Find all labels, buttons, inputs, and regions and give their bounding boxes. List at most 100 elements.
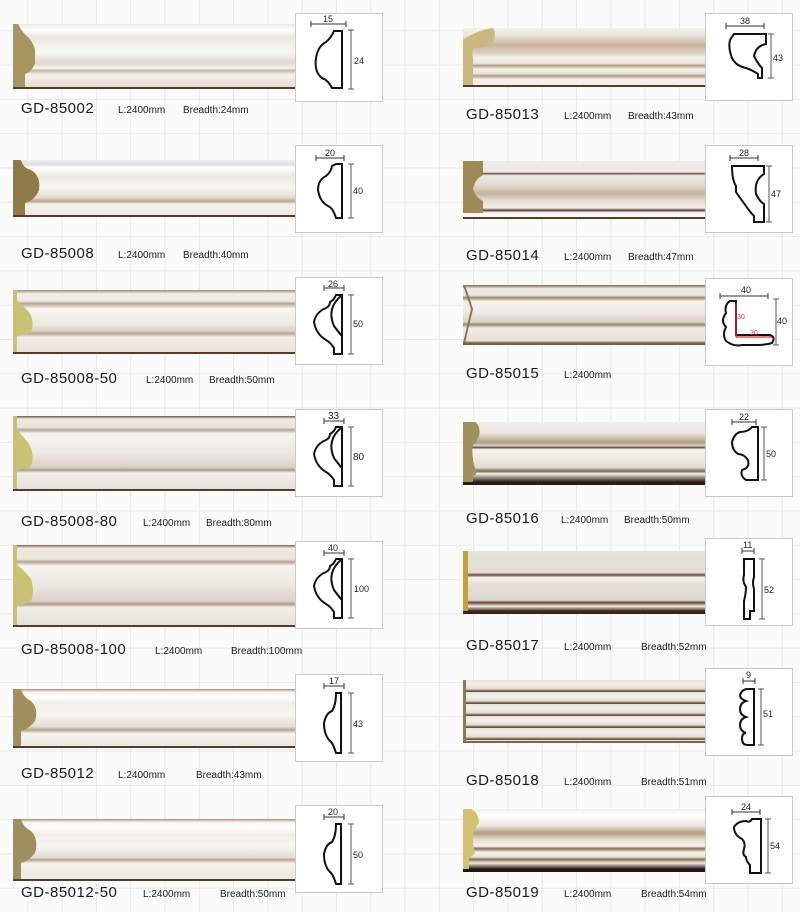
product-gd-85018: 9 51 GD-85018 L:2400mm Breadth:51mm [400,665,800,795]
molding-image [13,689,296,748]
svg-text:43: 43 [773,53,783,63]
profile-diagram: 20 40 [295,145,383,233]
product-code: GD-85012 [21,765,95,782]
product-breadth: Breadth:43mm [628,111,694,122]
product-code: GD-85012-50 [21,884,118,901]
endcap-icon [463,809,479,869]
product-gd-85008-50: 26 50 GD-85008-50 L:2400mm Breadth:50mm [0,270,400,400]
svg-text:26: 26 [328,279,338,289]
svg-text:15: 15 [323,14,333,24]
profile-diagram: 15 24 [295,13,383,102]
svg-text:9: 9 [746,670,751,680]
endcap-icon [13,545,33,625]
product-breadth: Breadth:54mm [641,889,707,900]
molding-image [463,161,706,219]
product-breadth: Breadth:52mm [641,642,707,653]
product-code: GD-85016 [466,510,540,527]
product-length: L:2400mm [561,515,609,526]
product-gd-85012-50: 20 50 GD-85012-50 L:2400mm Breadth:50mm [0,795,400,912]
svg-text:80: 80 [353,452,365,463]
product-length: L:2400mm [118,105,166,116]
product-length: L:2400mm [118,250,166,261]
svg-text:11: 11 [743,540,752,550]
product-code: GD-85002 [21,100,95,117]
svg-text:50: 50 [766,449,776,459]
svg-text:40: 40 [353,186,363,196]
product-gd-85019: 24 54 GD-85019 L:2400mm Breadth:54mm [400,795,800,912]
product-length: L:2400mm [564,642,612,653]
molding-image [463,422,706,485]
svg-text:28: 28 [739,148,749,158]
product-code: GD-85017 [466,637,540,654]
product-breadth: Breadth:51mm [641,777,707,788]
product-gd-85014: 28 47 GD-85014 L:2400mm Breadth:47mm [400,130,800,270]
product-code: GD-85018 [466,772,540,789]
product-length: L:2400mm [564,370,612,381]
product-breadth: Breadth:40mm [183,250,249,261]
product-breadth: Breadth:100mm [231,646,303,657]
molding-image [463,551,706,614]
product-length: L:2400mm [118,770,166,781]
product-length: L:2400mm [564,111,612,122]
product-length: L:2400mm [564,777,612,788]
molding-image [13,24,296,89]
svg-text:38: 38 [740,16,750,26]
svg-text:24: 24 [354,56,364,66]
svg-text:30: 30 [737,314,745,321]
svg-text:54: 54 [770,841,780,851]
product-length: L:2400mm [564,889,612,900]
profile-diagram: 9 51 [705,668,793,756]
svg-text:30: 30 [750,330,758,337]
endcap-icon [13,24,35,87]
svg-text:40: 40 [777,316,787,326]
svg-text:20: 20 [325,148,335,158]
product-gd-85008-80: 33 80 GD-85008-80 L:2400mm Breadth:80mm [0,400,400,535]
molding-image [13,290,296,354]
product-gd-85012: 17 43 GD-85012 L:2400mm Breadth:43mm [0,665,400,795]
product-gd-85016: 22 50 GD-85016 L:2400mm Breadth:50mm [400,400,800,535]
endcap-icon [463,285,473,343]
endcap-icon [463,28,495,85]
endcap-icon [463,680,466,741]
product-length: L:2400mm [143,889,191,900]
svg-text:40: 40 [741,285,751,295]
molding-image [13,160,296,217]
product-breadth: Breadth:50mm [209,375,275,386]
product-code: GD-85019 [466,884,540,901]
product-length: L:2400mm [146,375,194,386]
svg-text:52: 52 [764,585,774,595]
molding-image [13,416,296,491]
product-length: L:2400mm [155,646,203,657]
product-code: GD-85013 [466,106,540,123]
molding-image [463,680,706,743]
svg-text:43: 43 [353,719,363,729]
product-breadth: Breadth:50mm [220,889,286,900]
molding-image [463,285,706,345]
molding-image [463,28,706,87]
svg-text:50: 50 [353,850,363,860]
endcap-icon [463,161,483,213]
svg-text:24: 24 [741,802,751,812]
svg-text:51: 51 [763,709,773,719]
product-gd-85002: 15 24 GD-85002 L:2400mm Breadth:24mm [0,0,400,130]
svg-text:100: 100 [354,584,369,594]
product-breadth: Breadth:47mm [628,252,694,263]
profile-diagram: 40 100 [295,541,383,629]
svg-text:22: 22 [739,412,749,422]
svg-text:40: 40 [328,543,338,553]
svg-text:33: 33 [328,411,340,422]
profile-diagram: 17 43 [295,674,383,762]
product-length: L:2400mm [143,518,191,529]
svg-text:17: 17 [329,676,339,686]
profile-diagram: 11 52 [705,538,793,626]
product-code: GD-85008 [21,245,95,262]
product-gd-85015: 40 30 30 40 GD-85015 L:2400mm [400,270,800,400]
svg-text:47: 47 [771,189,781,199]
endcap-icon [13,416,33,489]
profile-diagram: 26 50 [295,277,383,365]
product-gd-85008-100: 40 100 GD-85008-100 L:2400mm Breadth:100… [0,535,400,665]
product-breadth: Breadth:80mm [206,518,272,529]
profile-diagram: 24 54 [705,796,793,884]
product-gd-85008: 20 40 GD-85008 L:2400mm Breadth:40mm [0,130,400,270]
product-length: L:2400mm [564,252,612,263]
